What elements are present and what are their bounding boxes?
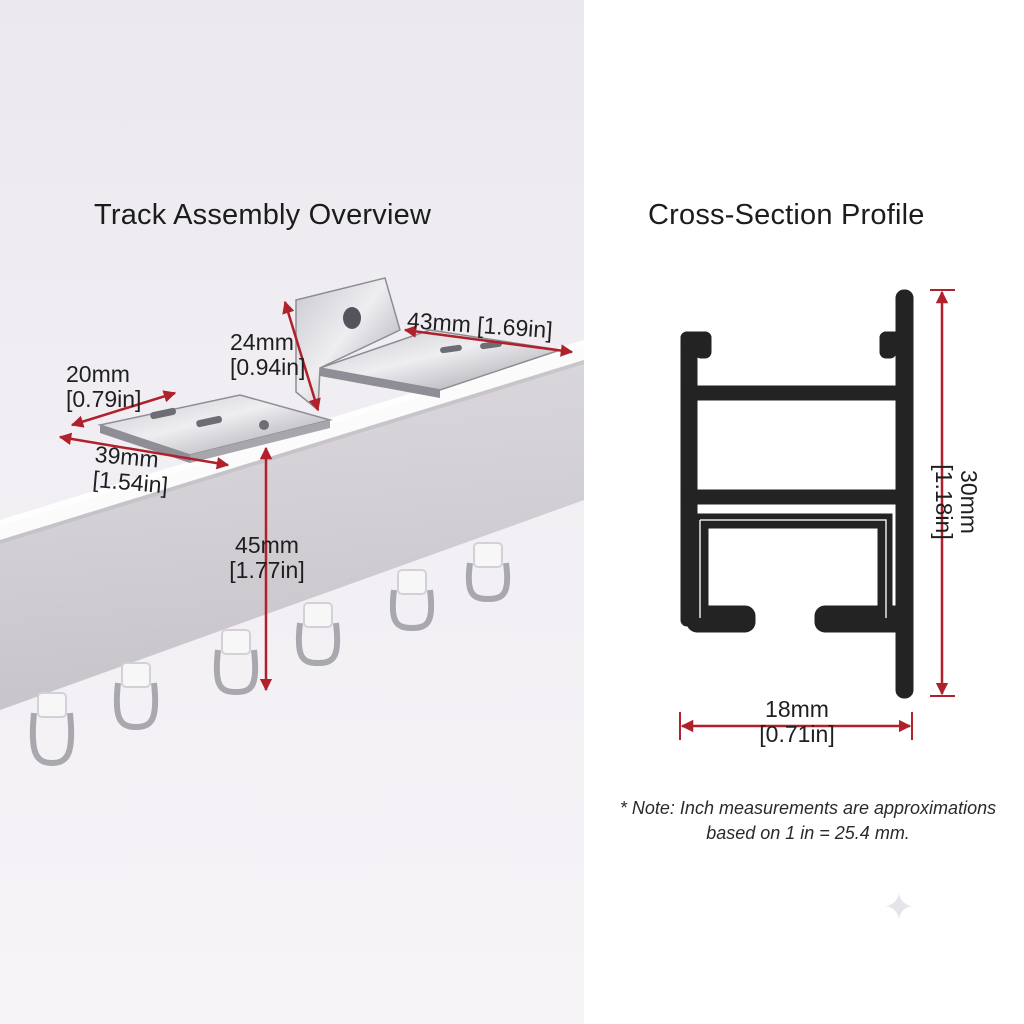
label-profile-width-mm: 18mm	[765, 696, 829, 722]
hook	[113, 662, 159, 731]
note-line-2: based on 1 in = 25.4 mm.	[706, 823, 910, 843]
sparkle-icon: ✦	[883, 887, 915, 929]
profile-dimension-lines	[679, 289, 955, 740]
assembly-dimension-lines	[58, 300, 574, 692]
label-bracket-height: 24mm [0.94in]	[230, 330, 305, 380]
dim-line-bracket-height	[282, 300, 321, 412]
label-bracket-width: 20mm [0.79in]	[66, 362, 141, 412]
cross-section-profile	[680, 289, 914, 699]
measurement-note: * Note: Inch measurements are approximat…	[598, 796, 1018, 846]
hook	[29, 692, 75, 767]
label-profile-height-mm: 30mm	[956, 470, 982, 534]
dim-line-bracket-width	[70, 390, 177, 428]
dim-line-bracket-depth	[403, 325, 574, 357]
label-bracket-width-in: [0.79in]	[66, 386, 142, 412]
label-drop-height-in: [1.77in]	[229, 557, 305, 583]
hook	[389, 569, 435, 632]
label-bracket-width-mm: 20mm	[66, 361, 130, 387]
label-profile-height: 30mm [1.18in]	[931, 422, 982, 582]
label-drop-height-mm: 45mm	[235, 532, 299, 558]
label-profile-height-in: [1.18in]	[931, 464, 957, 540]
hook	[295, 602, 341, 667]
label-drop-height: 45mm [1.77in]	[212, 533, 322, 583]
dim-line-bracket-length	[58, 432, 230, 470]
label-bracket-length: 39mm [1.54in]	[92, 441, 172, 498]
label-profile-width-in: [0.71in]	[759, 721, 835, 747]
label-profile-width: 18mm [0.71in]	[722, 697, 872, 747]
hook	[465, 542, 511, 603]
assembly-title: Track Assembly Overview	[94, 199, 432, 231]
hook	[213, 629, 259, 696]
note-line-1: * Note: Inch measurements are approximat…	[619, 798, 997, 818]
profile-panel	[584, 0, 1024, 1024]
label-bracket-height-in: [0.94in]	[230, 354, 306, 380]
label-bracket-height-mm: 24mm	[230, 329, 294, 355]
runner-hooks	[29, 542, 511, 767]
profile-title: Cross-Section Profile	[648, 199, 925, 231]
